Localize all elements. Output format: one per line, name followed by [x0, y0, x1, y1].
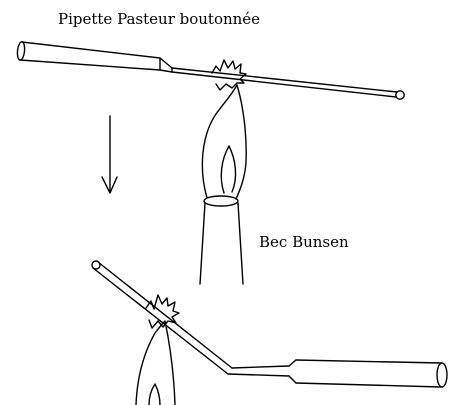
bunsen-burner — [199, 195, 244, 285]
bunsen-flame-bottom — [135, 320, 176, 405]
button-tip — [395, 90, 405, 100]
button-tip-bent — [91, 260, 101, 270]
pipette-straight — [16, 41, 405, 100]
pipette-bent — [91, 260, 448, 388]
burner-label: Bec Bunsen — [259, 233, 349, 251]
down-arrow-icon — [101, 115, 118, 194]
pipette-label: Pipette Pasteur boutonnée — [58, 10, 260, 28]
heat-spark-top — [211, 59, 247, 91]
bunsen-flame — [201, 84, 247, 200]
